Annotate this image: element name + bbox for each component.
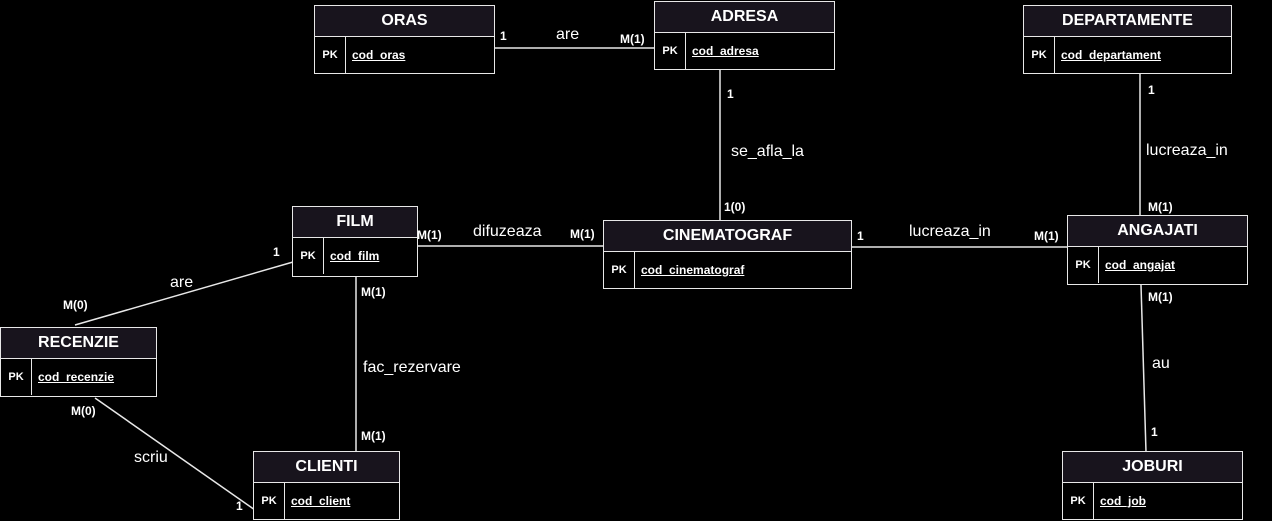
card-angajati-from-departamente: M(1) — [1148, 200, 1173, 214]
rel-label-film-recenzie: are — [170, 274, 194, 291]
pk-attribute: cod_client — [291, 494, 351, 508]
line-angajati-joburi — [1140, 284, 1147, 453]
card-cinematograf-from-adresa: 1(0) — [724, 200, 746, 214]
entity-title: FILM — [293, 207, 417, 238]
entity-oras[interactable]: ORAS PK cod_oras — [314, 5, 495, 74]
card-oras: 1 — [500, 29, 507, 43]
pk-label: PK — [1, 359, 32, 395]
entity-title: ADRESA — [655, 2, 834, 33]
rel-label-recenzie-clienti: scriu — [134, 449, 168, 466]
card-angajati-from-joburi: M(1) — [1148, 290, 1173, 304]
card-clienti-from-recenzie: 1 — [236, 499, 243, 513]
pk-attribute: cod_departament — [1061, 48, 1162, 62]
entity-title: ANGAJATI — [1068, 216, 1247, 247]
rel-label-cinematograf-angajati: lucreaza_in — [909, 223, 991, 240]
card-recenzie-from-film: M(0) — [63, 298, 88, 312]
rel-label-film-clienti: fac_rezervare — [363, 359, 461, 376]
card-cinematograf-from-film: M(1) — [570, 227, 595, 241]
line-recenzie-clienti — [94, 397, 256, 511]
pk-attribute: cod_adresa — [692, 44, 759, 58]
rel-label-film-cinematograf: difuzeaza — [473, 223, 542, 240]
entity-angajati[interactable]: ANGAJATI PK cod_angajat — [1067, 215, 1248, 285]
card-cinematograf: 1 — [857, 229, 864, 243]
pk-label: PK — [1063, 483, 1094, 519]
entity-departamente[interactable]: DEPARTAMENTE PK cod_departament — [1023, 5, 1232, 74]
entity-joburi[interactable]: JOBURI PK cod_job — [1062, 451, 1243, 520]
pk-attribute: cod_oras — [352, 48, 406, 62]
entity-clienti[interactable]: CLIENTI PK cod_client — [253, 451, 400, 520]
rel-label-adresa-cinematograf: se_afla_la — [731, 143, 804, 160]
pk-label: PK — [604, 252, 635, 288]
card-film-from-recenzie: 1 — [273, 245, 280, 259]
card-recenzie-from-clienti: M(0) — [71, 404, 96, 418]
entity-title: ORAS — [315, 6, 494, 37]
pk-label: PK — [1024, 37, 1055, 73]
pk-attribute: cod_recenzie — [38, 370, 115, 384]
entity-title: RECENZIE — [1, 328, 156, 359]
card-angajati-from-cinematograf: M(1) — [1034, 229, 1059, 243]
card-joburi-from-angajati: 1 — [1151, 425, 1158, 439]
pk-label: PK — [293, 238, 324, 274]
entity-title: CLIENTI — [254, 452, 399, 483]
pk-attribute: cod_film — [330, 249, 380, 263]
entity-adresa[interactable]: ADRESA PK cod_adresa — [654, 1, 835, 70]
entity-title: DEPARTAMENTE — [1024, 6, 1231, 37]
pk-label: PK — [1068, 247, 1099, 283]
rel-label-oras-adresa: are — [556, 26, 580, 43]
card-adresa-from-oras: M(1) — [620, 32, 645, 46]
card-film-from-cinematograf: M(1) — [417, 228, 442, 242]
pk-label: PK — [315, 37, 346, 73]
card-clienti-from-film: M(1) — [361, 429, 386, 443]
pk-label: PK — [254, 483, 285, 519]
rel-label-departamente-angajati: lucreaza_in — [1146, 142, 1228, 159]
entity-title: JOBURI — [1063, 452, 1242, 483]
entity-recenzie[interactable]: RECENZIE PK cod_recenzie — [0, 327, 157, 397]
line-film-recenzie — [74, 261, 294, 326]
entity-cinematograf[interactable]: CINEMATOGRAF PK cod_cinematograf — [603, 220, 852, 289]
entity-film[interactable]: FILM PK cod_film — [292, 206, 418, 277]
card-departamente: 1 — [1148, 83, 1155, 97]
rel-label-angajati-joburi: au — [1152, 355, 1170, 372]
pk-attribute: cod_angajat — [1105, 258, 1176, 272]
pk-label: PK — [655, 33, 686, 69]
card-adresa: 1 — [727, 87, 734, 101]
card-film-from-clienti: M(1) — [361, 285, 386, 299]
pk-attribute: cod_cinematograf — [641, 263, 745, 277]
entity-title: CINEMATOGRAF — [604, 221, 851, 252]
pk-attribute: cod_job — [1100, 494, 1147, 508]
